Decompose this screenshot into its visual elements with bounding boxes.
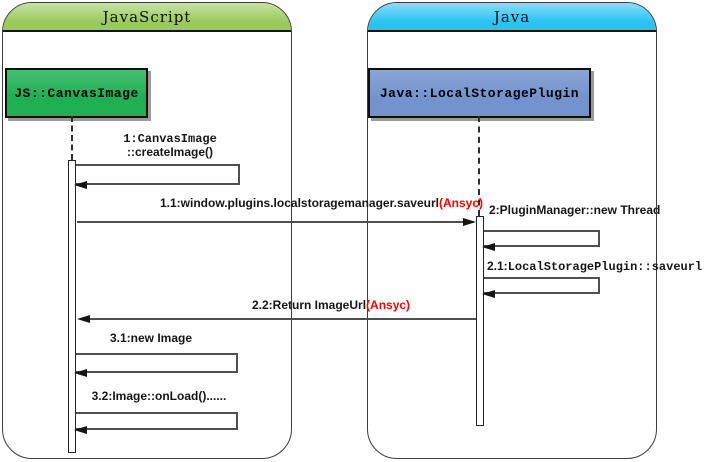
message-2-label: 2:PluginManager::new Thread [489,204,660,217]
javascript-frame-title: JavaScript [102,7,192,26]
message-2-1-label: 2.1:LocalStoragePlugin::saveurl [487,260,702,274]
message-2-2-label: 2.2:Return ImageUrl(Ansyc) [252,299,410,312]
message-1-self-loop [74,164,240,189]
message-1-label: 1:CanvasImage ::createImage() [85,133,255,159]
canvas-image-object: JS::CanvasImage [5,68,148,118]
message-2-2-text: 2.2:Return ImageUrl [252,298,367,312]
message-1-1-async-tag: (Ansyc) [438,196,483,210]
message-1-1-text: 1.1:window.plugins.localstoragemanager.s… [160,196,439,210]
local-storage-plugin-object: Java::LocalStoragePlugin [368,68,591,118]
message-1-arrowhead-icon [74,180,87,189]
java-frame-title: Java [493,7,531,26]
javascript-frame-header: JavaScript [3,3,291,32]
canvas-image-lifeline [71,116,73,160]
message-3-2-self-loop [74,412,238,434]
message-3-1-arrowhead-icon [74,368,87,377]
message-2-2-arrowhead-icon [77,314,90,323]
canvas-image-object-label: JS::CanvasImage [14,85,139,101]
message-1-label-line2: ::createImage() [126,145,214,159]
plugin-lifeline [478,116,480,216]
java-frame-header: Java [368,3,656,32]
local-storage-plugin-object-label: Java::LocalStoragePlugin [379,85,580,101]
message-2-1-arrowhead-icon [482,289,495,298]
plugin-activation-bar [476,216,484,426]
message-2-self-loop [482,230,600,251]
message-2-1-text: LocalStoragePlugin::saveurl [507,260,703,274]
canvas-image-activation-bar [68,160,76,453]
message-1-1-arrowhead-icon [463,217,476,226]
message-2-2-async-tag: (Ansyc) [366,298,411,312]
message-3-2-text: 3.2:Image::onLoad()...... [91,389,227,403]
message-2-1-number: 2.1: [487,259,508,273]
message-3-2-arrowhead-icon [74,425,87,434]
message-1-label-line1: 1:CanvasImage [123,132,217,146]
message-1-1-label: 1.1:window.plugins.localstoragemanager.s… [160,196,483,210]
message-3-1-self-loop [74,353,238,377]
message-2-text: 2:PluginManager::new Thread [489,203,661,217]
message-3-1-text: 3.1:new Image [109,331,193,345]
message-3-1-label: 3.1:new Image [77,332,225,345]
message-3-2-label: 3.2:Image::onLoad()...... [77,390,241,403]
message-2-arrowhead-icon [482,242,495,251]
message-2-1-self-loop [482,277,600,298]
